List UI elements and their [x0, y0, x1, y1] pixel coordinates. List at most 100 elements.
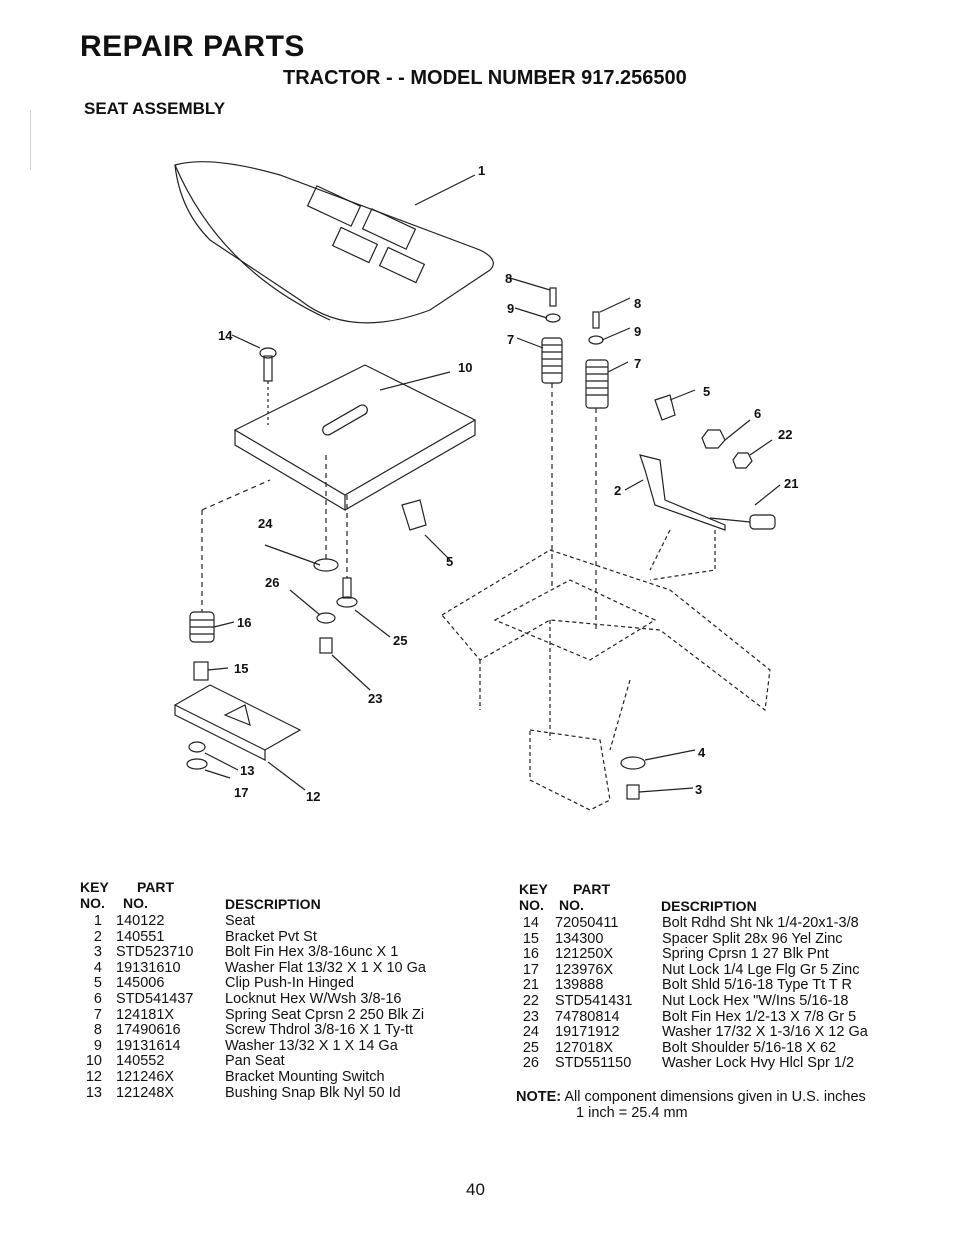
part-description: Nut Lock 1/4 Lge Flg Gr 5 Zinc [662, 961, 860, 978]
key-no: 21 [522, 977, 539, 994]
callout-16: 16 [237, 615, 251, 630]
callout-24: 24 [258, 516, 273, 531]
header-part: PART [573, 881, 611, 897]
key-no: 16 [522, 946, 539, 963]
part-description: Clip Push-In Hinged [225, 975, 354, 992]
part-description: Bolt Shld 5/16-18 Type Tt T R [662, 977, 852, 994]
callout-17: 17 [234, 785, 248, 800]
part-no: 121250X [555, 946, 614, 963]
part-no: 124181X [116, 1006, 175, 1023]
callout-8-left: 8 [505, 271, 512, 286]
part-no: 74780814 [555, 1008, 620, 1025]
key-no: 12 [85, 1068, 102, 1085]
part-no: 121248X [116, 1084, 175, 1101]
key-no: 10 [85, 1053, 102, 1070]
key-no: 3 [93, 944, 102, 961]
callout-4: 4 [698, 745, 706, 760]
frame-part [441, 529, 771, 811]
margin-mark [30, 110, 31, 170]
callout-numbers: 1 14 10 8 9 7 8 9 7 5 6 22 21 2 24 5 26 … [218, 163, 798, 804]
parts-table-left: KEY NO. PART NO. DESCRIPTION 1 140122 Seat… [80, 880, 500, 1101]
part-no: 140551 [116, 928, 165, 945]
bracket-switch-part [173, 684, 302, 761]
spring-left-part [541, 337, 563, 590]
part-no: STD541437 [116, 990, 194, 1007]
part-description: Spring Seat Cprsn 2 250 Blk Zi [225, 1006, 425, 1023]
part-no: 19131614 [116, 1037, 181, 1054]
table-row: 16 121250X Spring Cprsn 1 27 Blk Pnt [515, 947, 935, 963]
callout-23: 23 [368, 691, 382, 706]
part-no: 145006 [116, 975, 165, 992]
page-title: REPAIR PARTS [80, 30, 305, 63]
note-label: NOTE: [516, 1089, 562, 1105]
key-no: 7 [93, 1006, 102, 1023]
header-description: DESCRIPTION [661, 898, 757, 914]
key-no: 9 [93, 1037, 102, 1054]
table-row: 9 19131614 Washer 13/32 X 1 X 14 Ga [80, 1037, 500, 1055]
part-description: Washer Flat 13/32 X 1 X 10 Ga [225, 959, 426, 976]
part-no: 140122 [116, 913, 165, 929]
header-key: KEY [519, 881, 548, 897]
key-no: 4 [93, 959, 102, 976]
spring-16-part [189, 611, 235, 643]
callout-8-right: 8 [634, 296, 641, 311]
callout-26: 26 [265, 575, 279, 590]
key-no: 14 [522, 915, 539, 931]
part-description: Washer Lock Hvy Hlcl Spr 1/2 [662, 1055, 855, 1072]
key-no: 13 [85, 1084, 102, 1101]
key-no: 26 [522, 1055, 539, 1072]
callout-15: 15 [234, 661, 248, 676]
part-no: 134300 [555, 930, 604, 947]
key-no: 2 [93, 928, 102, 945]
table-row: 1 140122 Seat [80, 913, 500, 930]
part-description: Seat [225, 913, 255, 929]
part-description: Spring Cprsn 1 27 Blk Pnt [662, 946, 829, 963]
table-row: 5 145006 Clip Push-In Hinged [80, 976, 500, 992]
callout-25: 25 [393, 633, 407, 648]
note-line1: All component dimensions given in U.S. i… [564, 1089, 866, 1105]
header-key: KEY [80, 879, 109, 895]
key-no: 17 [522, 961, 539, 978]
callout-9-right: 9 [634, 324, 641, 339]
seat-part [174, 161, 494, 324]
seat-assembly-diagram: 1 14 10 8 9 7 8 9 7 5 6 22 21 2 24 5 26 … [173, 161, 798, 811]
callout-22: 22 [778, 427, 792, 442]
header-part-no: NO. [559, 897, 584, 913]
page-number: 40 [466, 1180, 485, 1199]
key-no: 5 [93, 975, 102, 992]
table-row: 2 140551 Bracket Pvt St [80, 928, 500, 946]
part-no: 127018X [555, 1039, 614, 1056]
callout-14: 14 [218, 328, 233, 343]
key-no: 1 [93, 913, 102, 929]
part-description: Bolt Shoulder 5/16-18 X 62 [662, 1039, 837, 1056]
callout-5-lower: 5 [446, 554, 453, 569]
table-header: KEY NO. PART NO. DESCRIPTION [80, 880, 500, 914]
callout-9-left: 9 [507, 301, 514, 316]
key-no: 15 [522, 930, 539, 947]
part-description: Bolt Fin Hex 1/2-13 X 7/8 Gr 5 [662, 1008, 857, 1025]
part-description: Pan Seat [225, 1053, 285, 1070]
callout-7-right: 7 [634, 356, 641, 371]
header-key-no: NO. [80, 895, 105, 911]
part-description: Washer 13/32 X 1 X 14 Ga [225, 1037, 398, 1054]
bolt-14-part [231, 334, 277, 425]
part-no: 19131610 [116, 959, 181, 976]
callout-13: 13 [240, 763, 254, 778]
callout-2: 2 [614, 483, 621, 498]
table-row: 7 124181X Spring Seat Cprsn 2 250 Blk Zi [80, 1006, 500, 1024]
part-description: Bracket Pvt St [225, 928, 317, 945]
part-no: 72050411 [555, 915, 619, 931]
callout-21: 21 [784, 476, 798, 491]
callout-3: 3 [695, 782, 702, 797]
